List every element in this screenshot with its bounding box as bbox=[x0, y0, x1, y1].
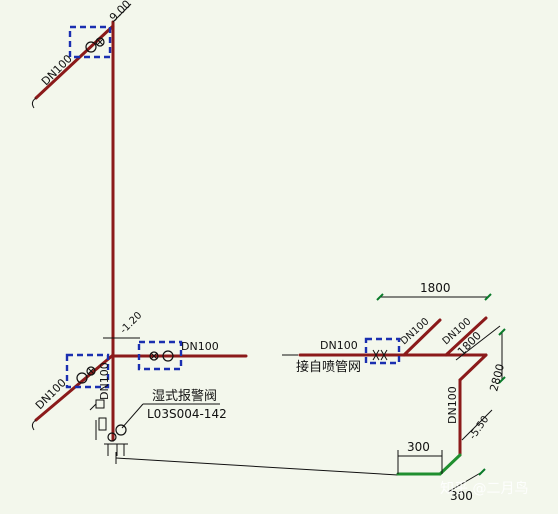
top-elevation-leader bbox=[112, 3, 132, 23]
right-valve-icon bbox=[372, 349, 388, 361]
sprinkler-network-label: 接自喷管网 bbox=[296, 359, 361, 375]
right-branch-a-pipe bbox=[402, 318, 442, 357]
lower-left-valve-icon bbox=[76, 366, 96, 384]
right-branch-b-pipe bbox=[444, 316, 488, 357]
right-elevation-leader bbox=[461, 409, 493, 441]
bottom-green-pipe-diagonal bbox=[438, 453, 462, 476]
dim-300a-label: 300 bbox=[407, 440, 430, 454]
top-branch-dn-label: DN100 bbox=[39, 52, 75, 88]
dim-1800-top-label: 1800 bbox=[420, 281, 451, 295]
alarm-valve-assembly-icon bbox=[89, 399, 128, 456]
alarm-valve-code-label: L03S004-142 bbox=[147, 407, 227, 421]
lower-left-valve-highlight bbox=[65, 353, 110, 389]
watermark: 知乎 @二月鸟 bbox=[440, 480, 528, 497]
alarm-valve-leader bbox=[121, 403, 144, 429]
dim-1800-top-tick-left bbox=[376, 293, 384, 301]
middle-valve-icon bbox=[149, 350, 174, 362]
dim-1800-top-tick-right bbox=[484, 293, 492, 301]
top-valve-icon bbox=[85, 37, 105, 53]
dim-1800-slant-line bbox=[455, 325, 501, 361]
right-valve-highlight bbox=[364, 337, 401, 365]
top-elevation-label: 9.00 bbox=[107, 0, 134, 24]
dim-300b-tick bbox=[478, 468, 486, 476]
top-valve-highlight bbox=[68, 25, 112, 59]
lower-left-branch-pipe bbox=[34, 353, 115, 422]
right-drop-horizontal bbox=[458, 353, 488, 382]
middle-valve-highlight bbox=[137, 340, 183, 371]
right-inlet-dn-label: DN100 bbox=[320, 339, 358, 352]
lower-left-branch-end-mark bbox=[31, 419, 37, 431]
right-drop-dn-label: DN100 bbox=[446, 386, 459, 424]
alarm-valve-label: 湿式报警阀 bbox=[152, 388, 217, 404]
top-branch-end-mark bbox=[31, 97, 37, 109]
mid-elevation-label: -1.20 bbox=[118, 310, 144, 336]
right-elevation-label: -5.50 bbox=[467, 414, 491, 442]
dim-300b-line bbox=[447, 471, 483, 493]
bottom-connection-line bbox=[115, 457, 399, 476]
dim-2800-tick-bottom bbox=[498, 376, 506, 384]
riser-dn-label: DN100 bbox=[98, 362, 111, 400]
dim-300b-label: 300 bbox=[450, 489, 473, 503]
dim-2800-tick-top bbox=[498, 328, 506, 336]
middle-branch-dn-label: DN100 bbox=[181, 340, 219, 353]
